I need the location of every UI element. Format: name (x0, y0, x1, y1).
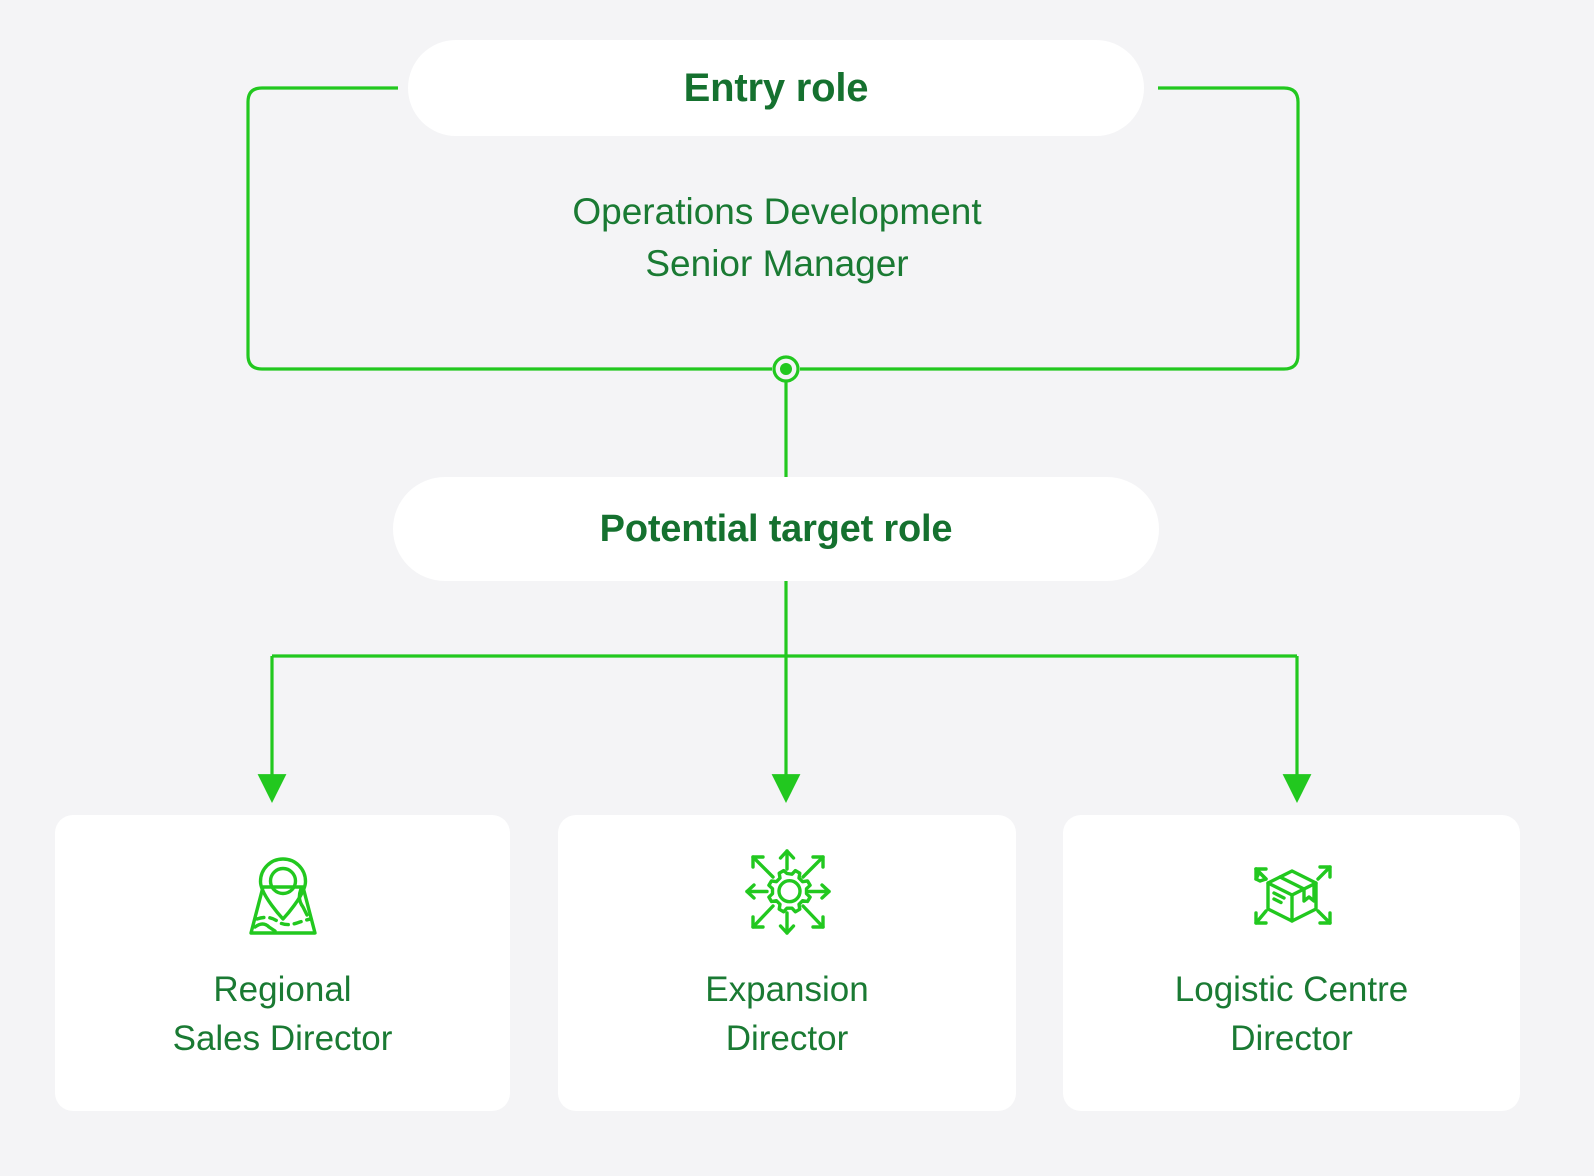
target-role-pill: Potential target role (393, 477, 1159, 581)
package-distribution-icon (1253, 865, 1332, 925)
map-pin-icon (248, 857, 317, 935)
entry-role-pill-label: Entry role (683, 65, 869, 110)
role-card-logistic-centre-director[interactable]: Logistic Centre Director (1063, 815, 1520, 1111)
role-card-regional-sales-director[interactable]: Regional Sales Director (55, 815, 510, 1111)
entry-role-title: Operations Development Senior Manager (572, 191, 982, 284)
gear-expansion-icon (745, 849, 831, 935)
target-role-pill-label: Potential target role (599, 507, 953, 550)
role-card-expansion-director[interactable]: Expansion Director (558, 815, 1016, 1111)
role-card-label: Logistic Centre Director (1174, 970, 1409, 1058)
branch-node-dot (780, 363, 792, 375)
entry-role-pill: Entry role (408, 40, 1144, 136)
role-card-label: Expansion Director (705, 970, 869, 1058)
role-card-label: Regional Sales Director (172, 970, 393, 1058)
branch-node-ring (772, 355, 800, 383)
